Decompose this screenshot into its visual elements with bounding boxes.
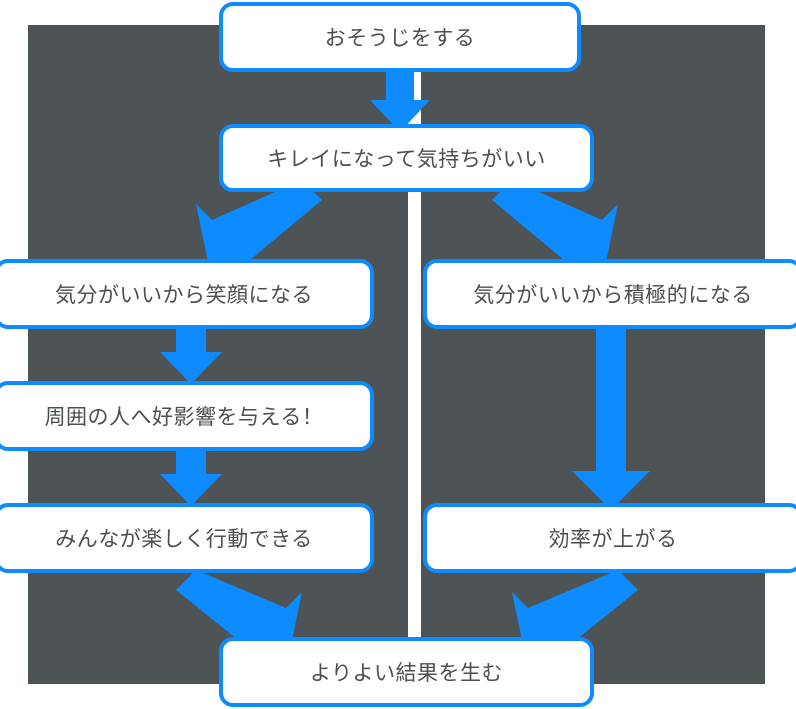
node-box-feel-good[interactable]: キレイになって気持ちがいい <box>219 124 594 192</box>
edge-influence-to-fun-action-arrow <box>160 448 222 506</box>
edge-feelgood-to-smile-arrow <box>196 180 322 276</box>
edge-smile-to-influence-arrow <box>160 326 222 384</box>
node-box-efficiency[interactable]: 効率が上がる <box>423 503 796 573</box>
edge-proactive-to-efficiency-arrow <box>572 326 650 510</box>
node-box-start[interactable]: おそうじをする <box>219 2 581 72</box>
node-box-good-influence[interactable]: 周囲の人へ好影響を与える！ <box>0 381 374 451</box>
edge-start-to-feelgood-arrow <box>370 62 430 132</box>
node-box-proactive[interactable]: 気分がいいから積極的になる <box>423 259 796 329</box>
node-box-fun-action[interactable]: みんなが楽しく行動できる <box>0 503 374 573</box>
node-box-smile[interactable]: 気分がいいから笑顔になる <box>0 259 374 329</box>
edge-feelgood-to-proactive-arrow <box>492 180 618 276</box>
node-box-better-result[interactable]: よりよい結果を生む <box>219 637 594 707</box>
